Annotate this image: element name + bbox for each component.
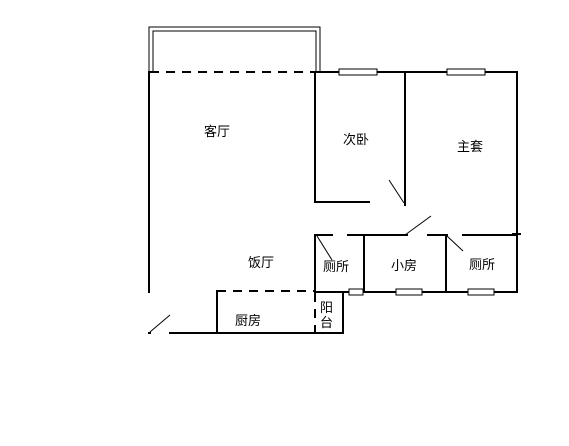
window-toilet-left: [348, 288, 364, 296]
label-balcony-2: 台: [320, 316, 333, 331]
window-toilet-right: [467, 288, 495, 296]
label-kitchen: 厨房: [235, 313, 261, 329]
label-master-suite: 主套: [457, 139, 483, 155]
window-second-bedroom: [338, 68, 378, 76]
label-dining-room: 饭厅: [248, 256, 274, 271]
doors: [149, 179, 521, 333]
label-balcony-1: 阳: [320, 301, 333, 316]
label-second-bedroom: 次卧: [343, 132, 369, 148]
walls: [148, 71, 518, 334]
top-balcony: [148, 26, 321, 72]
door-second-bedroom: [388, 179, 405, 204]
label-toilet-right: 厕所: [469, 258, 495, 273]
label-small-room: 小房: [391, 258, 417, 274]
door-toilet-right: [446, 235, 464, 252]
window-master-suite: [446, 68, 486, 76]
windows: [338, 68, 495, 296]
label-living-room: 客厅: [204, 124, 230, 140]
window-small-room: [395, 288, 423, 296]
door-toilet-left: [316, 235, 333, 261]
door-entrance: [149, 314, 171, 333]
door-small-room: [404, 215, 432, 236]
label-toilet-left: 厕所: [323, 260, 349, 275]
